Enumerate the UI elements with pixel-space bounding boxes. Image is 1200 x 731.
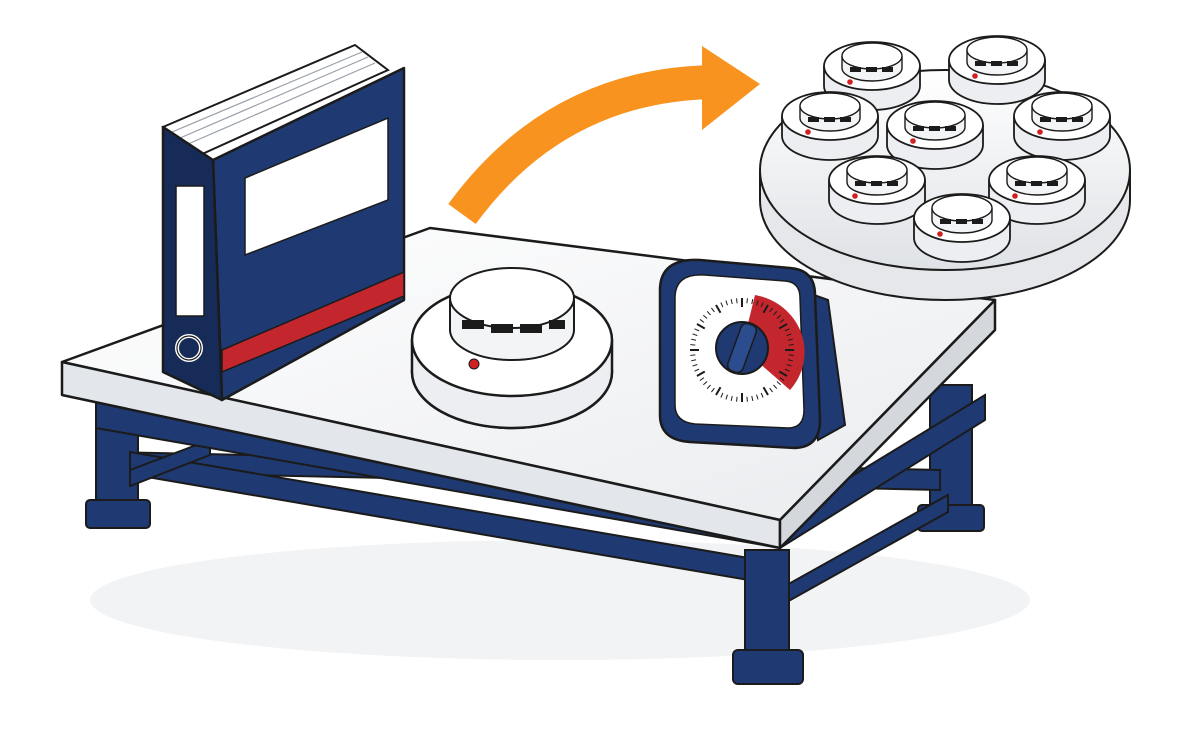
timer-tick	[773, 311, 778, 316]
timer-tick	[692, 364, 698, 367]
timer-tick	[762, 386, 769, 396]
smoke-detector-icon	[410, 267, 614, 430]
array-smoke-detector-icon	[828, 155, 926, 225]
timer-tick	[760, 302, 764, 308]
array-smoke-detector-icon	[913, 193, 1011, 263]
timer-tick	[715, 386, 722, 396]
timer-tick	[720, 392, 724, 398]
floor-shadow	[90, 540, 1030, 660]
timer-tick	[692, 333, 698, 336]
timer-tick	[769, 387, 773, 393]
timer-tick	[706, 311, 711, 316]
timer-tick	[773, 384, 778, 389]
array-smoke-detector-icon	[948, 35, 1046, 105]
timer-tick	[776, 381, 781, 386]
timer-tick	[788, 344, 794, 346]
timer-tick	[779, 377, 785, 381]
timer-tick	[730, 299, 733, 305]
timer-tick	[751, 299, 754, 305]
timer-tick	[751, 395, 754, 401]
timer-tick	[786, 364, 792, 367]
kitchen-timer-icon	[658, 258, 847, 450]
timer-tick	[769, 307, 773, 313]
timer-tick	[720, 302, 724, 308]
timer-tick	[694, 368, 700, 372]
timer-tick	[699, 319, 705, 323]
array-smoke-detector-icon	[823, 41, 921, 111]
timer-tick	[691, 338, 697, 341]
timer-tick	[760, 392, 764, 398]
timer-tick	[694, 328, 700, 332]
array-smoke-detector-icon	[988, 155, 1086, 225]
timer-tick	[706, 384, 711, 389]
timer-tick	[696, 370, 706, 377]
timer-tick	[786, 333, 792, 336]
timer-tick	[779, 319, 785, 323]
timer-tick	[730, 395, 733, 401]
timer-tick	[756, 394, 759, 400]
timer-tick-marks	[690, 298, 794, 402]
timer-tick	[756, 300, 759, 306]
array-smoke-detector-icon	[781, 91, 879, 161]
timer-tick	[691, 359, 697, 362]
timer-tick	[711, 307, 715, 313]
timer-tick	[696, 323, 706, 330]
timer-tick	[736, 396, 738, 402]
array-smoke-detector-icon	[886, 100, 984, 170]
timer-tick	[725, 300, 728, 306]
timer-tick	[788, 354, 794, 356]
timer-tick	[715, 304, 722, 314]
timer-tick	[711, 387, 715, 393]
binder-icon	[161, 43, 406, 402]
timer-tick	[784, 368, 790, 372]
timer-tick	[784, 328, 790, 332]
timer-tick	[776, 314, 781, 319]
array-smoke-detector-icon	[1013, 91, 1111, 161]
timer-tick	[736, 298, 738, 304]
timer-tick	[778, 370, 788, 377]
arrow-icon	[448, 46, 760, 225]
timer-tick	[699, 377, 705, 381]
timer-tick	[690, 344, 696, 346]
timer-tick	[690, 354, 696, 356]
timer-tick	[703, 314, 708, 319]
timer-tick	[778, 323, 788, 330]
timer-tick	[787, 338, 793, 341]
timer-tick	[762, 304, 769, 314]
timer-tick	[703, 381, 708, 386]
timer-tick	[746, 396, 748, 402]
timer-tick	[787, 359, 793, 362]
timer-tick	[746, 298, 748, 304]
timer-tick	[725, 394, 728, 400]
smoke-detector-array-icon	[759, 35, 1131, 301]
